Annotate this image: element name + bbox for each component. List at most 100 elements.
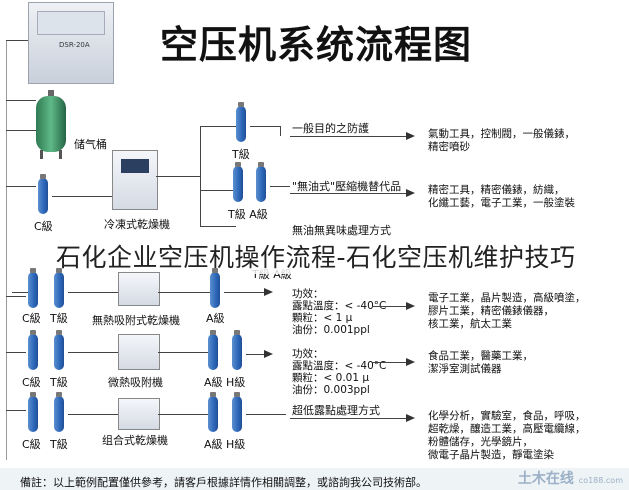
branch-6-heading: 超低露點處理方式 — [292, 404, 380, 417]
branch-4-desc-line-1: 電子工業，晶片製造，高級噴塗， — [428, 292, 586, 304]
arrow-icon — [264, 288, 273, 296]
grade-label-t: T級 — [50, 312, 68, 325]
grade-label-t: T級 — [50, 438, 68, 451]
filter-t-icon — [236, 102, 246, 142]
connector — [200, 126, 236, 127]
branch-6-desc-line-4: 微電子晶片製造，靜電塗染 — [428, 449, 554, 461]
storage-tank — [36, 90, 66, 159]
connector — [290, 136, 406, 137]
branch-2-desc-line-1: 精密工具，精密儀錶，紡織， — [428, 184, 565, 196]
connector — [156, 176, 200, 177]
filter-t-icon — [233, 162, 243, 202]
branch-4-desc-line-3: 核工業，航太工業 — [428, 318, 512, 330]
filter-h-icon — [232, 330, 242, 370]
arrow-icon — [406, 189, 415, 197]
watermark-text: 土木在线 — [517, 471, 574, 487]
branch-5-spec-2: 顆粒：< 0.01 μ — [292, 372, 370, 384]
filter-c-icon — [28, 392, 38, 432]
filter-t-icon — [54, 392, 64, 432]
branch-5-spec-3: 油份：0.003ppl — [292, 384, 370, 396]
connector — [270, 186, 290, 187]
grade-label-c: C級 — [22, 438, 41, 451]
branch-2-desc-line-2: 化纖工藝，電子工業，一般塗裝 — [428, 197, 575, 209]
refrigerated-dryer-label: 冷凍式乾燥機 — [104, 218, 170, 231]
branch-5-heading: 功效： — [292, 348, 324, 360]
watermark-logo: 土木在线 co188.com — [518, 468, 623, 488]
connector — [246, 414, 286, 415]
connector — [246, 354, 264, 355]
compressor-badge: DSR-20A — [59, 41, 90, 49]
footnote: 備註：以上範例配置僅供參考，請客戶根據詳情作相關調整，或諮詢我公司技術部。 — [20, 476, 427, 489]
guide-tick — [6, 100, 36, 101]
footer-bar — [0, 468, 629, 490]
filter-c-icon — [28, 330, 38, 370]
guide-tick — [6, 352, 26, 353]
branch-1-desc-line-1: 氣動工具，控制閥，一般儀錶， — [428, 128, 575, 140]
combined-dryer-label: 组合式乾燥機 — [102, 434, 168, 447]
arrow-icon — [406, 414, 415, 422]
grade-label-ta: T級 A級 — [228, 208, 268, 221]
connector — [68, 414, 118, 415]
connector — [200, 126, 201, 226]
branch-4-desc-line-2: 膠片工業，精密儀錶儀器， — [428, 305, 554, 317]
branch-6-desc-line-2: 超乾燥，釀造工業，高壓電纜線， — [428, 423, 586, 435]
air-compressor-unit: DSR-20A — [28, 2, 114, 84]
branch-4-spec-1: 露點溫度：< -40°C — [292, 300, 387, 312]
branch-2-heading: "無油式"壓縮機替代品 — [292, 180, 402, 193]
filter-a-icon — [210, 268, 220, 308]
branch-5-desc-line-1: 食品工業，醫藥工業， — [428, 350, 533, 362]
heatless-dryer — [118, 272, 160, 306]
filter-t-icon — [54, 330, 64, 370]
branch-6-desc-line-1: 化學分析，實驗室，食品，呼吸， — [428, 410, 586, 422]
arrow-icon — [264, 350, 273, 358]
grade-label-ah: A級 H級 — [204, 438, 246, 451]
grade-label-c: C級 — [22, 312, 41, 325]
branch-3-heading: 無油無異味處理方式 — [292, 224, 391, 237]
connector — [68, 352, 118, 353]
connector — [12, 292, 28, 293]
filter-h-icon — [232, 392, 242, 432]
guide-tick — [6, 296, 26, 297]
branch-4-spec-2: 顆粒：< 1 μ — [292, 312, 353, 324]
connector — [200, 226, 236, 227]
branch-5-spec-1: 露點溫度：< -40°C — [292, 360, 387, 372]
connector — [200, 190, 236, 191]
branch-4-heading: 功效： — [292, 288, 324, 300]
connector — [372, 362, 406, 363]
branch-6-desc-line-3: 粉體儲存，光學鏡片， — [428, 436, 533, 448]
grade-label-t: T級 — [50, 376, 68, 389]
arrow-icon — [406, 132, 415, 140]
grade-label-a: A級 — [206, 312, 225, 325]
left-guide-line — [6, 40, 7, 460]
grade-label-c: C級 — [22, 376, 41, 389]
guide-tick — [6, 186, 36, 187]
connector — [52, 196, 112, 197]
combined-dryer — [118, 398, 160, 430]
page-title: 空压机系统流程图 — [160, 23, 473, 67]
filter-a-icon — [208, 330, 218, 370]
tank-label: 储气桶 — [74, 138, 107, 151]
branch-5-desc-line-2: 潔淨室測試儀器 — [428, 363, 502, 375]
connector — [290, 418, 406, 419]
arrow-icon — [406, 302, 415, 310]
filter-t-icon — [54, 268, 64, 308]
guide-tick — [6, 130, 36, 131]
connector — [158, 414, 208, 415]
filter-c-icon — [28, 268, 38, 308]
micro-heat-dryer-label: 微熱吸附機 — [108, 376, 163, 389]
connector — [250, 126, 280, 127]
connector — [158, 292, 210, 293]
refrigerated-dryer — [112, 150, 158, 210]
guide-tick — [6, 40, 30, 41]
connector — [372, 306, 406, 307]
filter-c-icon — [38, 174, 48, 214]
micro-heat-dryer — [118, 334, 160, 370]
guide-tick — [6, 410, 26, 411]
connector — [280, 126, 281, 136]
branch-4-spec-3: 油份：0.001ppl — [292, 324, 370, 336]
arrow-icon — [406, 358, 415, 366]
filter-a-icon — [208, 392, 218, 432]
heatless-dryer-label: 無熱吸附式乾燥機 — [92, 314, 180, 327]
dryer-display — [121, 159, 149, 173]
overlay-caption: 石化企业空压机操作流程-石化空压机维护技巧 — [50, 238, 582, 274]
